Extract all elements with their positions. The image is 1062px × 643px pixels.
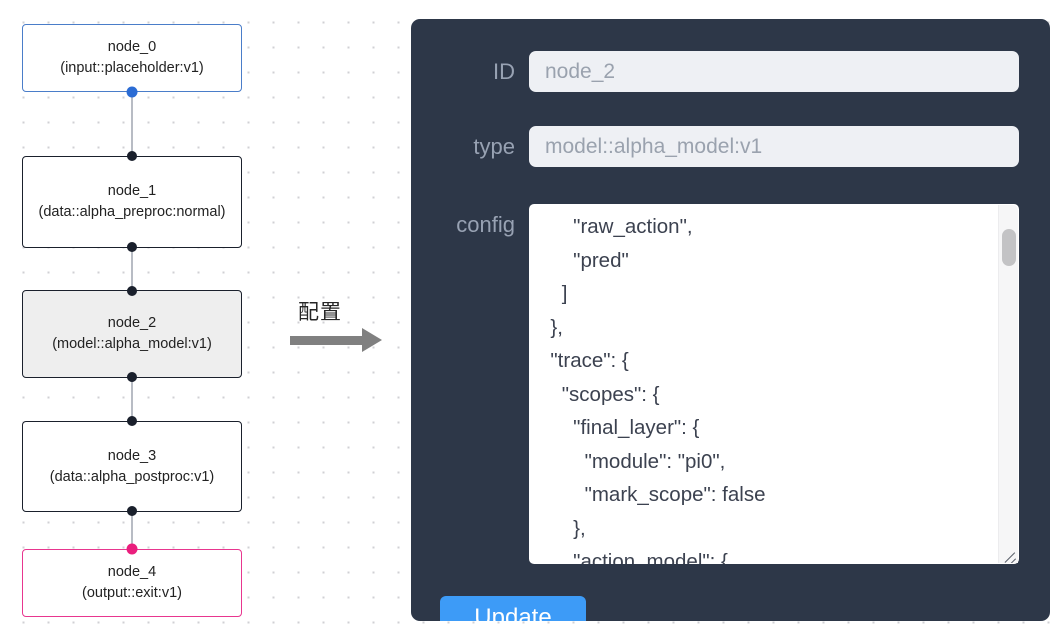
- annotation-arrow-group: 配置: [288, 296, 398, 358]
- port-node_0-out[interactable]: [126, 86, 138, 98]
- config-field-row: config "raw_action", "pred" ] }, "trace"…: [411, 204, 1019, 564]
- edge-node2-node3: [131, 377, 133, 421]
- id-field-row: ID: [411, 51, 1019, 92]
- graph-node-node_3[interactable]: node_3(data::alpha_postproc:v1): [22, 421, 242, 512]
- update-button[interactable]: Update: [440, 596, 586, 621]
- arrow-shaft-icon: [290, 336, 364, 345]
- port-node_3-in[interactable]: [127, 416, 137, 426]
- arrow-head-icon: [362, 328, 382, 352]
- edge-node3-node4: [131, 511, 133, 549]
- port-node_4-in[interactable]: [126, 543, 138, 555]
- graph-node-label: node_3(data::alpha_postproc:v1): [49, 447, 215, 485]
- graph-node-node_1[interactable]: node_1(data::alpha_preproc:normal): [22, 156, 242, 248]
- graph-node-label: node_4(output::exit:v1): [82, 564, 182, 601]
- config-scrollbar[interactable]: [998, 205, 1018, 563]
- port-node_2-out[interactable]: [127, 372, 137, 382]
- graph-node-label: node_1(data::alpha_preproc:normal): [38, 183, 226, 220]
- graph-node-label: node_0(input::placeholder:v1): [60, 39, 204, 76]
- node-inspector-panel: ID type config "raw_action", "pred" ] },…: [411, 19, 1050, 621]
- port-node_1-out[interactable]: [127, 242, 137, 252]
- graph-node-node_4[interactable]: node_4(output::exit:v1): [22, 549, 242, 617]
- config-scrollbar-thumb[interactable]: [1002, 229, 1016, 266]
- graph-node-node_2[interactable]: node_2(model::alpha_model:v1): [22, 290, 242, 378]
- port-node_2-in[interactable]: [127, 286, 137, 296]
- edge-node0-node1: [131, 92, 133, 158]
- type-field-row: type: [411, 126, 1019, 167]
- annotation-caption: 配置: [298, 300, 342, 324]
- id-field-label: ID: [493, 59, 515, 84]
- port-node_1-in[interactable]: [127, 151, 137, 161]
- config-textarea-wrapper: "raw_action", "pred" ] }, "trace": { "sc…: [529, 204, 1019, 564]
- config-textarea[interactable]: "raw_action", "pred" ] }, "trace": { "sc…: [529, 204, 1019, 564]
- type-input[interactable]: [529, 126, 1019, 167]
- graph-node-node_0[interactable]: node_0(input::placeholder:v1): [22, 24, 242, 92]
- graph-node-label: node_2(model::alpha_model:v1): [52, 315, 212, 352]
- edge-node1-node2: [131, 247, 133, 291]
- config-field-label: config: [456, 212, 515, 237]
- type-field-label: type: [473, 134, 515, 159]
- resize-handle-icon[interactable]: [999, 544, 1018, 563]
- port-node_3-out[interactable]: [127, 506, 137, 516]
- id-input[interactable]: [529, 51, 1019, 92]
